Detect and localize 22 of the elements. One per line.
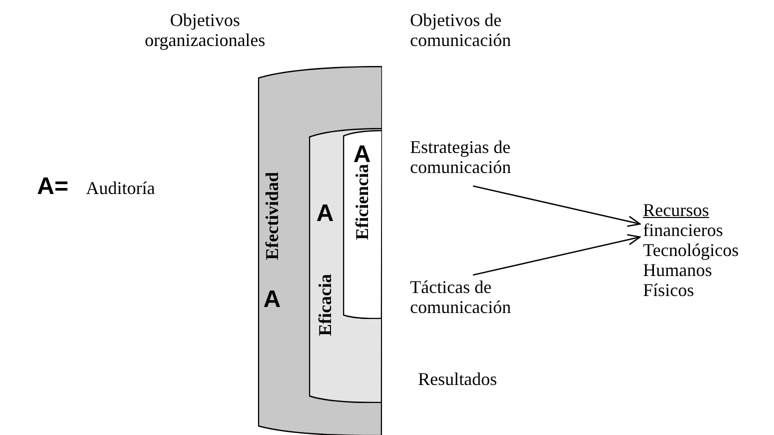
band-title: Eficacia (315, 274, 335, 336)
arrow (472, 185, 641, 227)
list-heading: Recursos (643, 200, 709, 220)
node-text: Tácticas de comunicación (410, 277, 512, 317)
band-title: Eficiencia (352, 164, 372, 240)
outcome-text: Resultados (418, 368, 498, 390)
audit-symbol: A (316, 201, 334, 227)
nested-band (343, 130, 382, 319)
node-text: Estrategias de comunicación (410, 137, 512, 177)
list-item: Físicos (643, 280, 694, 300)
list-item: Humanos (643, 260, 712, 280)
legend-symbol: A= (37, 173, 70, 201)
heading-text: Objetivos organizacionales (144, 10, 266, 50)
list-item: Tecnológicos (643, 240, 739, 260)
list-item: financieros (643, 220, 723, 240)
legend-text: Auditoría (86, 177, 156, 199)
nested-band (309, 128, 382, 403)
nested-band (258, 66, 382, 435)
heading-text: Objetivos de comunicación (410, 10, 512, 50)
audit-symbol: A (263, 287, 281, 313)
arrow (472, 234, 641, 276)
band-title: Efectividad (262, 172, 282, 260)
